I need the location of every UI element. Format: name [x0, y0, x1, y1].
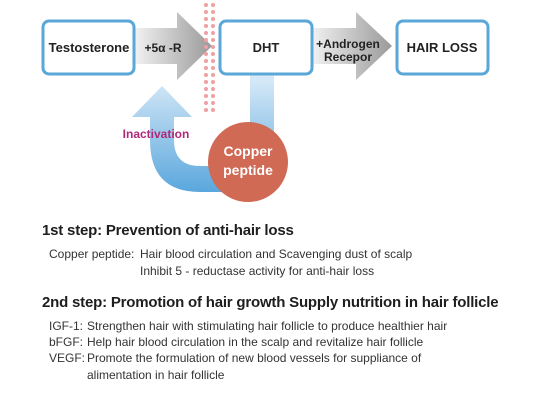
- dht-box: [218, 19, 314, 76]
- igf-label: IGF-1:: [49, 319, 84, 333]
- step2-title: 2nd step: Promotion of hair growth Suppl…: [42, 294, 499, 311]
- enzyme-arrow: [134, 12, 212, 80]
- barrier-dot: [211, 108, 215, 112]
- inhibition-dotted-line: [204, 3, 215, 112]
- barrier-dot: [211, 17, 215, 21]
- barrier-dot: [211, 87, 215, 91]
- barrier-dot: [204, 66, 208, 70]
- barrier-dot: [211, 3, 215, 7]
- step1-line2: Inhibit 5 - reductase activity for anti-…: [140, 264, 375, 278]
- receptor-label-line1: +Androgen: [316, 37, 380, 51]
- barrier-dot: [211, 59, 215, 63]
- enzyme-label: +5α -R: [144, 41, 181, 55]
- barrier-dot: [204, 38, 208, 42]
- step1-line1: Hair blood circulation and Scavenging du…: [140, 247, 413, 261]
- barrier-dot: [211, 10, 215, 14]
- copper-peptide-circle: [208, 122, 288, 202]
- inactivation-loop-arrow: [132, 66, 274, 192]
- vegf-text: Promote the formulation of new blood ves…: [87, 351, 422, 365]
- receptor-arrow: [311, 12, 392, 80]
- barrier-dot: [204, 73, 208, 77]
- barrier-dot: [204, 3, 208, 7]
- barrier-dot: [204, 10, 208, 14]
- inactivation-label: Inactivation: [123, 127, 190, 141]
- barrier-dot: [211, 52, 215, 56]
- barrier-dot: [211, 31, 215, 35]
- testosterone-box: [41, 19, 136, 76]
- dht-label: DHT: [253, 40, 280, 55]
- bfgf-text: Help hair blood circulation in the scalp…: [87, 335, 424, 349]
- step1-label: Copper peptide:: [49, 247, 135, 261]
- receptor-label-line2: Recepor: [324, 50, 372, 64]
- hair-loss-box: [395, 19, 490, 76]
- barrier-dot: [204, 59, 208, 63]
- barrier-dot: [211, 73, 215, 77]
- barrier-dot: [204, 45, 208, 49]
- barrier-dot: [211, 66, 215, 70]
- copper-label-line1: Copper: [224, 143, 274, 159]
- barrier-dot: [211, 24, 215, 28]
- barrier-dot: [204, 24, 208, 28]
- barrier-dot: [204, 31, 208, 35]
- barrier-dot: [204, 87, 208, 91]
- barrier-dot: [204, 108, 208, 112]
- hair-loss-label: HAIR LOSS: [407, 40, 478, 55]
- testosterone-label: Testosterone: [49, 40, 130, 55]
- barrier-dot: [211, 80, 215, 84]
- vegf-text-cont: alimentation in hair follicle: [87, 368, 225, 382]
- barrier-dot: [211, 38, 215, 42]
- bfgf-label: bFGF:: [49, 335, 84, 349]
- barrier-dot: [211, 94, 215, 98]
- barrier-dot: [204, 52, 208, 56]
- barrier-dot: [204, 17, 208, 21]
- barrier-dot: [211, 101, 215, 105]
- barrier-dot: [211, 45, 215, 49]
- barrier-dot: [204, 94, 208, 98]
- mechanism-diagram: Testosterone +5α -R DHT +Androgen Recepo…: [41, 3, 490, 202]
- barrier-dot: [204, 101, 208, 105]
- copper-label-line2: peptide: [223, 162, 273, 178]
- barrier-dot: [204, 80, 208, 84]
- vegf-label: VEGF:: [49, 351, 86, 365]
- igf-text: Strengthen hair with stimulating hair fo…: [87, 319, 448, 333]
- step1-title: 1st step: Prevention of anti-hair loss: [42, 222, 294, 239]
